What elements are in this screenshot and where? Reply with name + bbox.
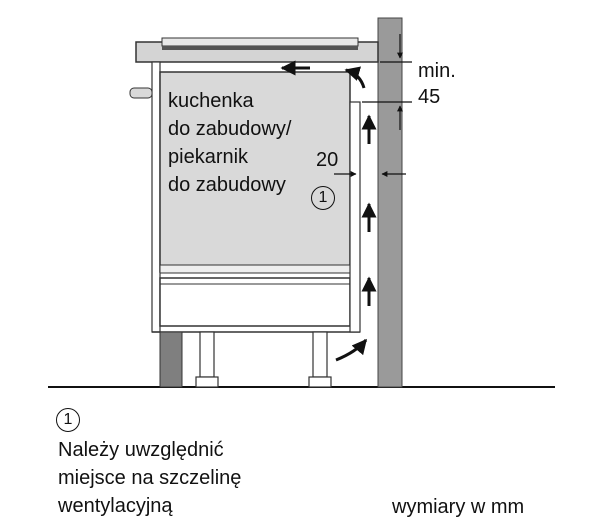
appliance-label: kuchenka do zabudowy/ piekarnik do zabud… — [168, 87, 291, 199]
dimension-min-45 — [362, 34, 412, 130]
leg-left — [199, 331, 215, 378]
cooktop-glass — [161, 37, 359, 47]
leg-right-foot — [308, 376, 332, 388]
legend-text: Należy uwzględnić miejsce na szczelinę w… — [58, 436, 241, 520]
appliance-label-line-4: do zabudowy — [168, 174, 286, 196]
airflow-arrow-top-curve — [344, 66, 366, 89]
gap-dimension-value: 20 — [316, 149, 339, 171]
legend-line-1: Należy uwzględnić — [58, 439, 224, 461]
drawer — [159, 277, 351, 327]
oven-rim — [159, 264, 351, 274]
min-value: 45 — [418, 86, 441, 108]
appliance-label-line-3: piekarnik — [168, 146, 249, 168]
units-note: wymiary w mm — [392, 496, 525, 518]
callout-marker: 1 — [311, 186, 335, 210]
leg-left-foot — [195, 376, 219, 388]
airflow-arrow-intake — [335, 338, 368, 362]
cabinet-side — [151, 61, 161, 333]
legend-marker: 1 — [56, 408, 80, 432]
appliance-label-line-1: kuchenka — [168, 90, 254, 112]
leg-right — [312, 331, 328, 378]
legend-line-2: miejsce na szczelinę — [58, 467, 242, 489]
oven-knob — [129, 87, 153, 99]
cooktop-edge — [162, 46, 358, 50]
appliance-label-line-2: do zabudowy/ — [168, 118, 292, 140]
wall — [377, 17, 403, 388]
min-label: min. — [418, 60, 456, 82]
legend-line-3: wentylacyjną — [58, 495, 173, 517]
cabinet-back-panel — [349, 101, 361, 333]
plinth — [159, 331, 183, 388]
airflow-arrows — [280, 60, 377, 362]
